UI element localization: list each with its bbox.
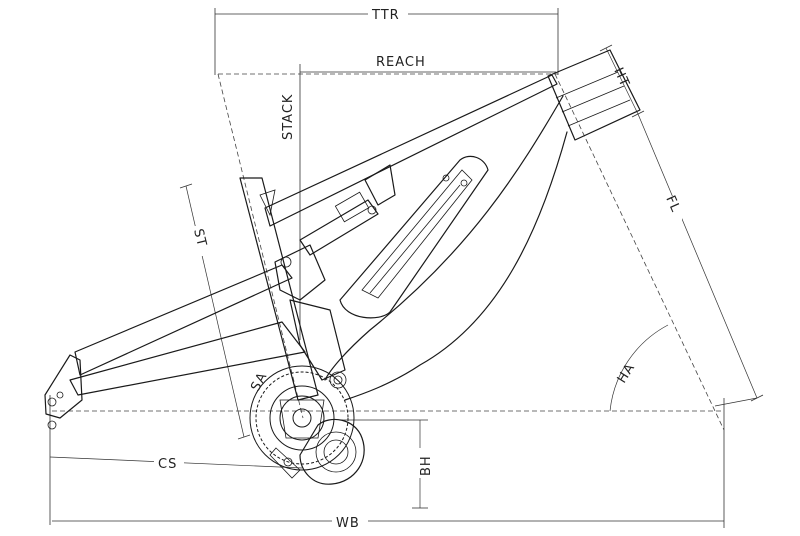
- label-reach: REACH: [376, 55, 426, 70]
- label-cs: CS: [158, 457, 177, 472]
- label-ttr: TTR: [371, 8, 400, 23]
- bike-frame: [44, 49, 641, 430]
- label-wb: WB: [336, 516, 360, 531]
- label-stack: STACK: [281, 94, 296, 140]
- drivetrain: [249, 365, 365, 485]
- label-bh: BH: [419, 455, 434, 476]
- dimension-guides: [49, 8, 764, 528]
- label-st: ST: [190, 227, 209, 248]
- label-ha: HA: [615, 361, 639, 386]
- label-fl: FL: [662, 194, 683, 215]
- label-ht: HT: [610, 66, 632, 90]
- label-sa: SA: [248, 370, 270, 394]
- dimension-labels: TTR REACH STACK HT FL ST SA HA CS BH WB: [154, 6, 683, 531]
